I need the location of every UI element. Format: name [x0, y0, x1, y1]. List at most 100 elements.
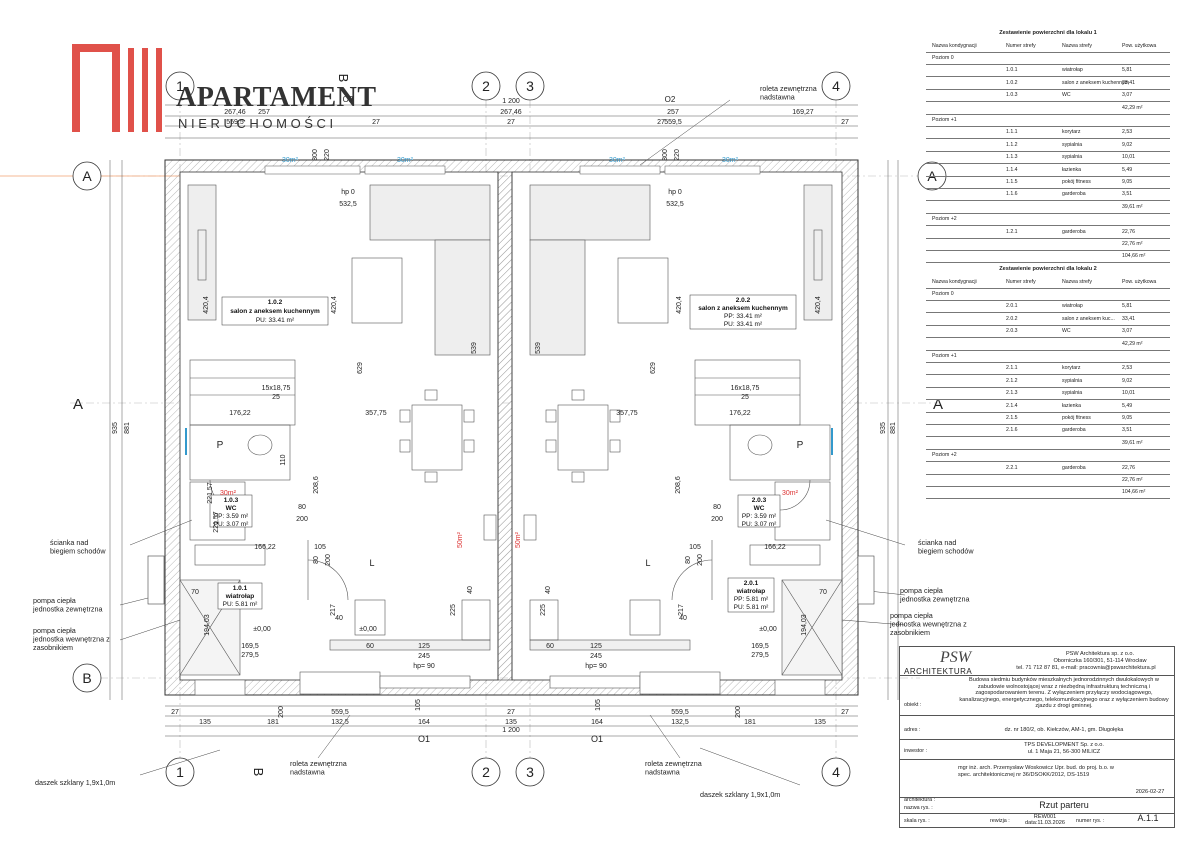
table-cell: 1.0.2 — [1006, 79, 1018, 86]
axis-bottom-2: 2 — [482, 764, 490, 780]
h16622-left: 166,22 — [254, 544, 276, 551]
room-102-name: salon z aneksem kuchennym — [230, 308, 320, 315]
table-1-col-1: Nazwa kondygnacji — [932, 43, 977, 49]
axis-top-2: 2 — [482, 78, 490, 94]
table-cell: 2.0.2 — [1006, 315, 1018, 322]
h50-left: 50m² — [457, 531, 464, 548]
table-cell: 1.0.3 — [1006, 92, 1018, 99]
table-cell: garderoba — [1062, 228, 1086, 235]
right-unit-interior — [523, 184, 843, 676]
room-202-name: salon z aneksem kuchennym — [698, 305, 788, 312]
heat-pump-outdoor-left — [147, 555, 165, 605]
heat-pump-outdoor-right — [857, 555, 875, 605]
dim-bottom-d-mid: 27 — [507, 709, 515, 716]
table-cell: garderoba — [1062, 191, 1086, 198]
axis-bottom-4: 4 — [832, 764, 840, 780]
h35775-left: 357,75 — [365, 410, 387, 417]
h220-left: 220 — [324, 149, 331, 161]
callout-daszek-left: daszek szklany 1,9x1,0m — [35, 778, 115, 787]
window-left-b: 30m² — [397, 157, 414, 164]
table-row: 42,29 m² — [926, 102, 1170, 115]
h200-right: 200 — [711, 516, 723, 523]
section-a-right: A — [933, 396, 943, 413]
room-102-pu: PU: 33.41 m² — [256, 317, 295, 324]
table-cell: sypialnia — [1062, 141, 1083, 148]
h200-right-v: 200 — [697, 554, 704, 566]
dim-bottom-d-right: 27 — [841, 709, 849, 716]
stairs-left-25: 25 — [272, 394, 280, 401]
table-cell: 3,07 — [1122, 328, 1133, 335]
table-row: 104,66 m² — [926, 486, 1170, 500]
h30-right: 30m² — [782, 490, 799, 497]
room-103-name: WC — [226, 505, 237, 512]
dim-bottom-e-left: 181 — [267, 719, 279, 726]
label-obiekt: obiekt : — [904, 702, 922, 708]
table-cell: 33,41 — [1122, 315, 1135, 322]
building-walls — [164, 159, 859, 696]
h4204-left-b: 420,4 — [331, 296, 338, 314]
h245-left: 245 — [418, 653, 430, 660]
h4204-left: 420,4 — [203, 296, 210, 314]
table-cell: sypialnia — [1062, 390, 1083, 397]
h217-right: 217 — [678, 604, 685, 616]
table-cell: 2,53 — [1122, 365, 1133, 372]
axis-bubbles: 1 2 3 4 1 2 3 4 A B A A A B B — [72, 71, 947, 787]
h245-right: 245 — [590, 653, 602, 660]
title-block: PSW ARCHITEKTURA PSW Architektura sp. z … — [899, 646, 1175, 828]
h17622-right: 176,22 — [729, 410, 751, 417]
table-cell: sypialnia — [1062, 377, 1083, 384]
dim-top-left-c: 257 — [258, 109, 270, 116]
window-left-a: 30m² — [282, 157, 299, 164]
drawing-name: Rzut parteru — [1039, 800, 1089, 810]
h165-left: 105 — [415, 699, 422, 711]
table-cell: 5,81 — [1122, 303, 1133, 310]
plan-annotations: 30m² 30m² 30m² 30m² hp 0 532,5 hp 0 532,… — [191, 149, 827, 718]
table-2-col-2: Numer strefy — [1006, 279, 1036, 285]
dim-bottom-f-left: 164 — [418, 719, 430, 726]
h165-right: 105 — [595, 699, 602, 711]
brand-logo: APARTAMENT NIERUCHOMOŚCI — [72, 44, 376, 134]
table-cell: 104,66 m² — [1122, 489, 1146, 496]
h1695-right: 169,5 — [751, 643, 769, 650]
dimension-lines-top — [109, 104, 899, 737]
dim-side-inner-right: 881 — [890, 422, 897, 434]
firm-logo-sub: ARCHITEKTURA — [904, 667, 973, 676]
stairs-right-25: 25 — [741, 394, 749, 401]
dim-top-right-b: 559,5 — [664, 119, 682, 126]
dim-bottom-c-right: 135 — [814, 719, 826, 726]
dim-top-mid-b: 27 — [507, 119, 515, 126]
p-label-right: P — [797, 440, 804, 451]
h60-left: 60 — [366, 643, 374, 650]
table-cell: łazienka — [1062, 166, 1082, 173]
h200-left: 200 — [296, 516, 308, 523]
h000-right: ±0,00 — [759, 626, 777, 633]
label-rewizja: rewizja : — [990, 818, 1010, 824]
l-label-right: L — [645, 558, 650, 568]
h30-left: 30m² — [220, 490, 237, 497]
dim-bottom-d-left: 27 — [171, 709, 179, 716]
table-cell: 39,61 m² — [1122, 203, 1143, 210]
stairs-left: 15x18,75 — [262, 385, 291, 392]
h40-left: 40 — [335, 615, 343, 622]
table-cell: 3,51 — [1122, 427, 1133, 434]
table-cell: 5,81 — [1122, 67, 1133, 74]
adres-value: dz. nr 180/2, ob. Kiełczów, AM-1, gm. Dł… — [1004, 727, 1124, 733]
dim-top-mid-a: 267,46 — [500, 109, 522, 116]
table-cell: 5,49 — [1122, 402, 1133, 409]
firm-logo-psw: PSW — [940, 649, 972, 666]
table-cell: łazienka — [1062, 402, 1082, 409]
table-cell: 3,07 — [1122, 92, 1133, 99]
table-cell: 1.1.3 — [1006, 154, 1018, 161]
table-row: 42,29 m² — [926, 338, 1170, 351]
h110-left: 110 — [280, 454, 287, 465]
table-cell: garderoba — [1062, 427, 1086, 434]
stairs-right: 16x18,75 — [731, 385, 760, 392]
room-202-pu: PU: 33.41 m² — [724, 321, 763, 328]
table-cell: Poziom +1 — [932, 117, 957, 123]
table-cell: 10,01 — [1122, 154, 1135, 161]
